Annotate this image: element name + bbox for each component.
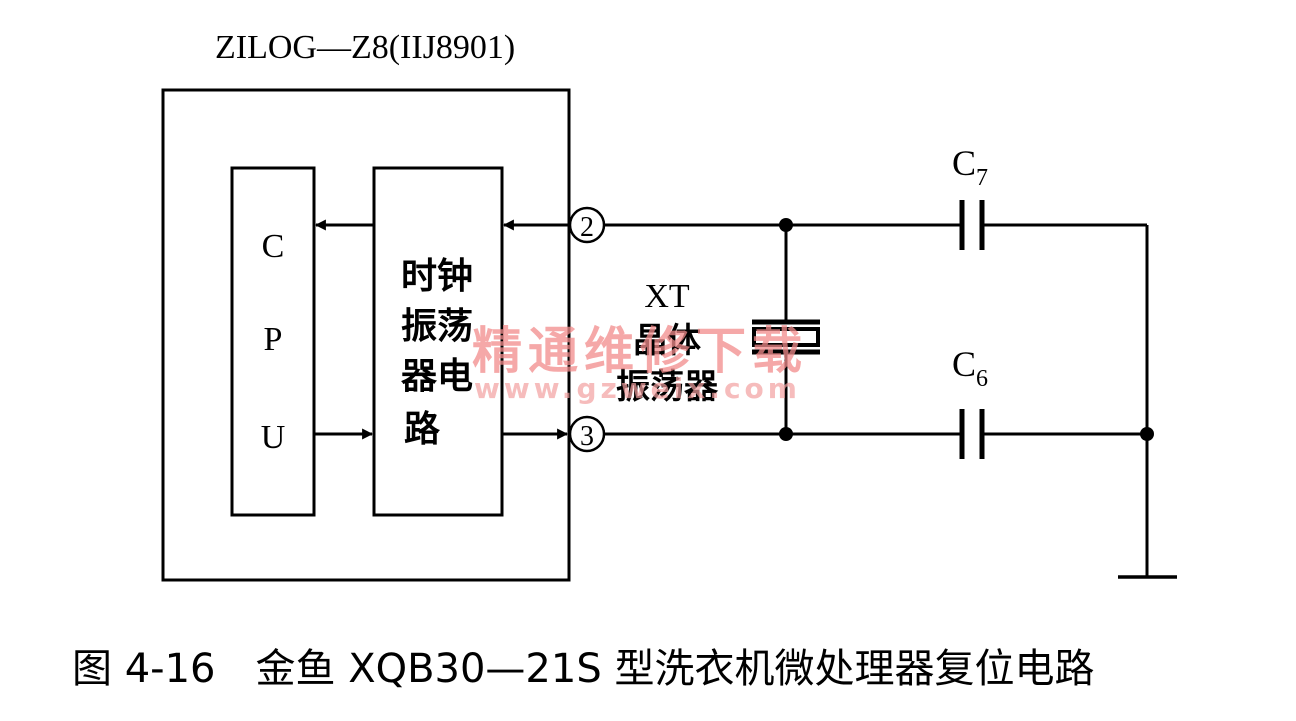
crystal-label-line-2: 振荡器 xyxy=(616,367,719,407)
crystal-name: XT xyxy=(644,278,690,315)
chip-label: ZILOG—Z8(IIJ8901) xyxy=(215,29,515,66)
capacitor-c7-label: C7 xyxy=(952,143,988,191)
junction-bottom xyxy=(779,427,793,441)
figure-caption: 图 4-16 金鱼 XQB30—21S 型洗衣机微处理器复位电路 xyxy=(72,646,1094,692)
capacitor-c6-letter: C xyxy=(952,344,976,384)
watermark-text: 精通维修下载 xyxy=(472,322,808,380)
pin-2-label: 2 xyxy=(580,212,594,243)
capacitor-c6-label: C6 xyxy=(952,344,988,392)
clock-block-line-4: 路 xyxy=(404,409,441,450)
capacitor-c7-letter: C xyxy=(952,143,976,183)
cpu-letter-c: C xyxy=(262,228,285,265)
cpu-letter-p: P xyxy=(264,321,283,358)
junction-right xyxy=(1140,427,1154,441)
pin-3-label: 3 xyxy=(580,421,594,452)
crystal-symbol xyxy=(752,319,820,355)
capacitor-c6-symbol xyxy=(959,409,985,459)
clock-block-line-2: 振荡 xyxy=(401,306,473,347)
cpu-letter-u: U xyxy=(261,419,286,456)
clock-oscillator-block xyxy=(372,166,504,517)
cpu-block xyxy=(230,166,316,517)
clock-block-line-3: 器电 xyxy=(401,356,473,397)
capacitor-c6-subscript: 6 xyxy=(976,366,988,392)
chip-outline xyxy=(161,88,571,582)
capacitor-c7-symbol xyxy=(959,200,985,250)
capacitor-c7-subscript: 7 xyxy=(976,165,988,191)
watermark-url: www.gzweix.com xyxy=(474,372,801,405)
junction-top xyxy=(779,218,793,232)
crystal-label-line-1: 晶体 xyxy=(633,321,701,361)
clock-block-line-1: 时钟 xyxy=(401,256,473,297)
